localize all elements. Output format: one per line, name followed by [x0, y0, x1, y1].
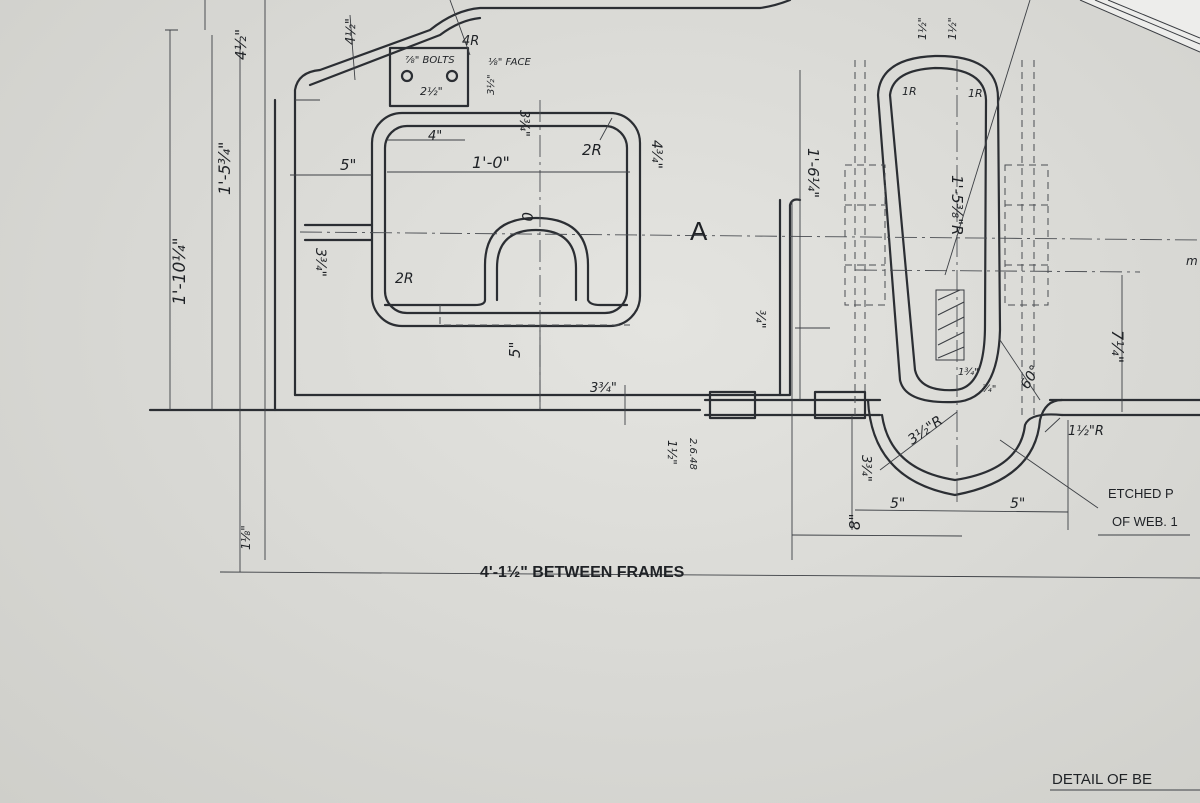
dim-line-1-10	[165, 29, 178, 410]
trough-outer	[866, 398, 1064, 497]
dim-text-8: 8"	[846, 514, 864, 530]
dim-text-3-4-small: ¾"	[982, 384, 996, 395]
dim-4r-leader	[449, 0, 471, 56]
arch-hidden	[439, 305, 630, 326]
trough-inner	[880, 413, 1064, 482]
dim-text-1r-left: 1R	[902, 85, 917, 98]
dim-text-5-right: 5"	[1010, 496, 1025, 512]
dim-text-3-3-4-lower: 3¾"	[858, 455, 873, 482]
frame-outline-left	[273, 0, 792, 412]
dim-radius-leader	[944, 0, 1031, 276]
dim-text-1-1-8: 1⅛"	[239, 525, 253, 550]
dim-text-1-1-2: 1½"	[665, 440, 679, 465]
dim-text-scale: 2.6.48	[687, 438, 698, 470]
border-line-1	[1094, 0, 1200, 45]
arch-outer	[483, 216, 629, 307]
base-block-left	[708, 390, 757, 420]
dim-text-3-4: ¾"	[752, 310, 767, 329]
dim-3-5r-leader	[879, 411, 958, 471]
dim-text-bolts: ⅞" BOLTS	[405, 55, 455, 66]
dim-text-1-5-right: 1½"	[946, 17, 959, 40]
dim-text-4-5: 4½"	[232, 29, 250, 60]
dim-text-3-3-4-bottom: 3¾"	[590, 381, 617, 396]
dim-text-3-5: 3½"	[485, 74, 497, 95]
dim-text-2r-left: 2R	[395, 271, 414, 287]
dim-misc	[295, 14, 356, 101]
dim-text-4-3-4: 4¾"	[648, 140, 664, 169]
bolt-plate	[388, 46, 470, 108]
dim-text-4-5-b: 4½"	[344, 18, 359, 45]
dim-between-frames	[219, 571, 1200, 579]
dim-text-2-5: 2½"	[420, 85, 443, 98]
dim-text-3-5r: 3½"R	[905, 413, 946, 448]
dim-text-5: 5"	[340, 156, 356, 174]
dim-text-1-3-4: 1¾"	[958, 367, 979, 378]
dim-text-1-5-3-4: 1'-5¾"	[215, 142, 234, 195]
dim-text-1-5r: 1½"R	[1068, 424, 1104, 439]
flange-right	[1004, 164, 1049, 306]
between-frames-label: 4'-1½" BETWEEN FRAMES	[480, 564, 685, 581]
flange-hidden-lines	[854, 60, 1035, 420]
dim-text-1-5-left: 1½"	[916, 17, 929, 40]
dim-text-7-1-4: 7¼"	[1108, 330, 1127, 363]
etched-label-2: OF WEB. 1	[1112, 514, 1178, 529]
centerline-horizontal	[299, 231, 1200, 241]
loop-outer	[876, 54, 1002, 404]
bolt-hole-left	[400, 69, 414, 83]
dim-text-face: ⅛" FACE	[488, 57, 531, 68]
dim-extensions	[791, 200, 1069, 560]
window-outer	[370, 111, 642, 328]
dim-text-4r: 4R	[462, 34, 479, 49]
dim-1-5r-leader	[1044, 417, 1061, 433]
border-line-2	[1107, 0, 1200, 39]
loop-hatching	[937, 289, 965, 359]
dim-text-1r-right: 1R	[968, 87, 983, 100]
dim-text-3-3-4: 3¾"	[516, 110, 531, 137]
dim-text-1-6: 1'-6¼"	[804, 148, 822, 198]
label-a: A	[690, 216, 708, 246]
etched-label-1: ETCHED P	[1108, 486, 1174, 501]
arch-base	[383, 298, 487, 307]
dim-text-zero: 0	[518, 212, 536, 222]
frame-inner-top	[308, 16, 482, 87]
window-inner	[383, 124, 629, 315]
dim-text-2r-top: 2R	[582, 141, 602, 159]
edge-label-m: m	[1186, 254, 1198, 268]
base-block-right	[813, 390, 867, 420]
dim-8in	[791, 534, 963, 537]
dim-2r-leader	[599, 117, 613, 141]
centerline-loop-h	[854, 269, 1141, 273]
dim-text-1-10: 1'-10¼"	[170, 237, 190, 305]
dim-text-5-vert: 5"	[506, 342, 524, 358]
loop-hatch-box	[935, 289, 965, 361]
loop-inner	[888, 66, 988, 392]
dim-text-5-left: 5"	[890, 496, 905, 512]
dim-5-5	[854, 509, 1069, 513]
dim-60-leader	[999, 339, 1041, 401]
dim-text-radius-big: 1'-5⅜"R	[948, 175, 966, 235]
flange-hidden-cross	[845, 204, 1048, 266]
tie-bar	[303, 223, 374, 242]
flange-left	[844, 164, 886, 306]
dim-text-4: 4"	[428, 129, 442, 144]
dim-text-1-0: 1'-0"	[472, 153, 510, 172]
frame-bottom-web	[293, 198, 802, 397]
page-edge-line	[1079, 0, 1200, 53]
detail-title: DETAIL OF BE	[1052, 771, 1152, 788]
dim-text-3-3-4-left: 3¾"	[312, 248, 328, 277]
arch-inner	[495, 228, 578, 302]
bolt-hole-right	[445, 69, 459, 83]
dim-line-top-ext	[204, 0, 266, 560]
etched-leader	[999, 439, 1099, 509]
